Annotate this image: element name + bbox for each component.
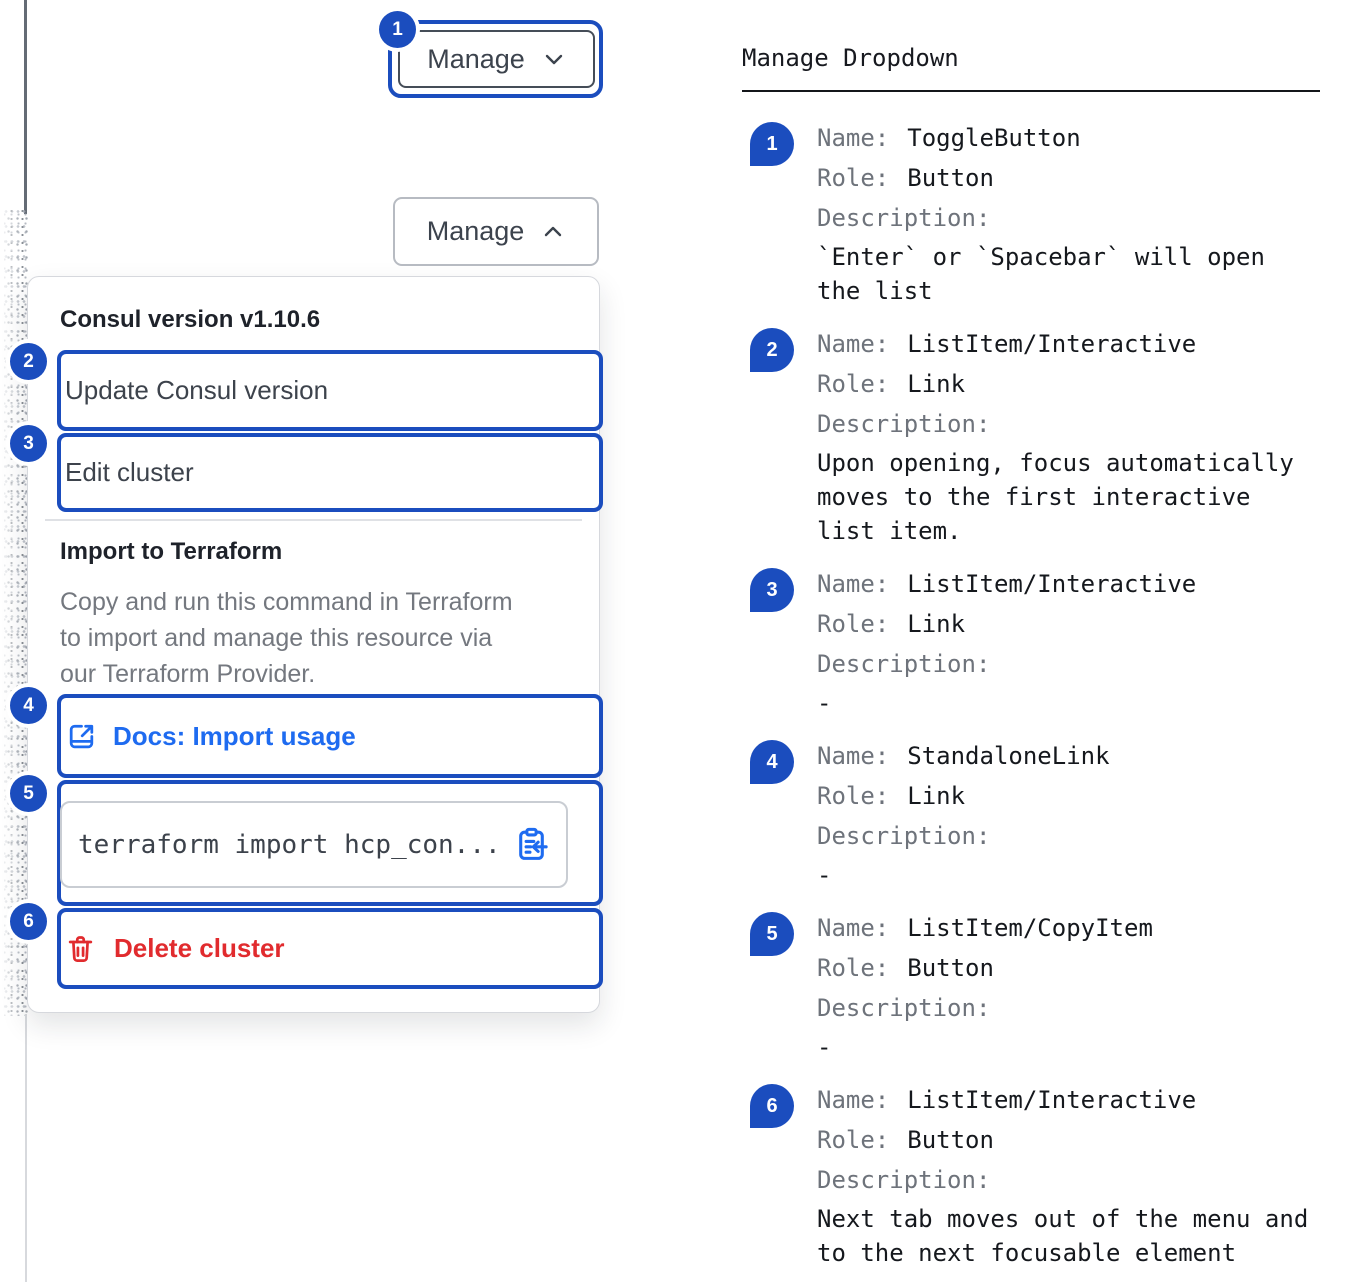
entry-badge-6: 6 <box>750 1084 794 1128</box>
docs-link-icon <box>65 720 98 753</box>
name-value: ListItem/Interactive <box>907 1086 1197 1114</box>
terraform-command-copy-item[interactable]: terraform import hcp_con... <box>60 801 568 888</box>
entry-badge-1: 1 <box>750 122 794 166</box>
left-edge-line <box>24 0 27 214</box>
annotation-badge-2: 2 <box>10 343 47 380</box>
annotation-outline-6: Delete cluster <box>57 908 603 989</box>
description-value: - <box>817 861 832 889</box>
role-label: Role: <box>817 782 890 810</box>
description-label: Description: <box>817 822 991 850</box>
manage-toggle-button[interactable]: Manage <box>398 30 595 88</box>
name-value: ListItem/CopyItem <box>907 914 1153 942</box>
manage-toggle-label: Manage <box>427 43 525 74</box>
annotation-badge-1: 1 <box>379 11 416 48</box>
spec-entry-6: 6 Name:ListItem/Interactive Role:Button … <box>742 1080 1320 1270</box>
spec-panel-title: Manage Dropdown <box>742 44 959 72</box>
role-label: Role: <box>817 954 890 982</box>
description-value: Next tab moves out of the menu and to th… <box>817 1205 1309 1267</box>
name-value: ListItem/Interactive <box>907 330 1197 358</box>
chevron-up-icon <box>541 220 565 244</box>
spec-entry-2: 2 Name: ListItem/Interactive Role: Link De… <box>742 324 1320 548</box>
trash-icon <box>65 933 96 964</box>
spec-entry-3: 3 Name: ListItem/Interactive Role: Link De… <box>742 564 1320 720</box>
left-edge-noise <box>4 210 28 1016</box>
annotation-outline-2: Update Consul version <box>57 350 603 431</box>
role-label: Role: <box>817 370 890 398</box>
chevron-down-icon <box>542 47 566 71</box>
role-label: Role: <box>817 164 890 192</box>
role-value: Button <box>907 954 994 982</box>
description-label: Description: <box>817 994 991 1022</box>
name-label: Name: <box>817 914 890 942</box>
menu-divider <box>45 519 582 521</box>
clipboard-copy-icon[interactable] <box>513 826 550 863</box>
description-label: Description: <box>817 650 991 678</box>
name-value: ToggleButton <box>907 124 1081 152</box>
menu-item-delete-cluster[interactable]: Delete cluster <box>61 933 285 964</box>
name-value: ListItem/Interactive <box>907 570 1197 598</box>
delete-cluster-label: Delete cluster <box>114 933 285 963</box>
description-value: Upon opening, focus automatically moves … <box>817 449 1294 545</box>
name-label: Name: <box>817 570 890 598</box>
annotation-badge-5: 5 <box>10 775 47 812</box>
role-value: Link <box>907 370 966 398</box>
role-value: Button <box>907 164 994 192</box>
annotation-badge-4: 4 <box>10 687 47 724</box>
description-label: Description: <box>817 1166 991 1194</box>
menu-item-update-consul-version[interactable]: Update Consul version <box>65 375 329 405</box>
description-value: - <box>817 689 832 717</box>
spec-panel-rule <box>742 90 1320 92</box>
entry-badge-2: 2 <box>750 328 794 372</box>
manage-toggle-button-open[interactable]: Manage <box>393 197 599 266</box>
role-label: Role: <box>817 1126 890 1154</box>
name-label: Name: <box>817 124 890 152</box>
spec-entry-5: 5 Name: ListItem/CopyItem Role: Button Des… <box>742 908 1320 1064</box>
terraform-command-text: terraform import hcp_con... <box>78 829 501 860</box>
annotation-badge-6: 6 <box>10 903 47 940</box>
annotation-outline-1 <box>388 20 603 98</box>
spec-entry-1: 1 Name: ToggleButton Role: Button Descript… <box>742 118 1320 308</box>
description-value: - <box>817 1033 832 1061</box>
description-label: Description: <box>817 410 991 438</box>
consul-version-header: Consul version v1.10.6 <box>60 306 321 333</box>
name-label: Name: <box>817 742 890 770</box>
name-value: StandaloneLink <box>907 742 1110 770</box>
import-terraform-description: Copy and run this command in Terraform t… <box>60 588 513 688</box>
annotation-outline-3: Edit cluster <box>57 433 603 512</box>
entry-badge-4: 4 <box>750 740 794 784</box>
manage-dropdown-panel <box>27 276 600 1013</box>
role-label: Role: <box>817 610 890 638</box>
role-value: Link <box>907 610 966 638</box>
description-value: `Enter` or `Spacebar` will open the list <box>817 243 1265 305</box>
name-label: Name: <box>817 1086 890 1114</box>
annotation-badge-3: 3 <box>10 425 47 462</box>
name-label: Name: <box>817 330 890 358</box>
entry-badge-3: 3 <box>750 568 794 612</box>
left-edge-line-faint <box>25 1014 27 1282</box>
import-terraform-title: Import to Terraform <box>60 538 283 565</box>
role-value: Link <box>907 782 966 810</box>
spec-panel: Manage Dropdown 1 Name: ToggleButton Role… <box>742 44 1320 1282</box>
annotation-outline-4: Docs: Import usage <box>57 694 603 778</box>
entry-badge-5: 5 <box>750 912 794 956</box>
docs-link-label: Docs: Import usage <box>113 720 356 751</box>
docs-import-usage-link[interactable]: Docs: Import usage <box>61 720 356 753</box>
manage-toggle-label: Manage <box>426 216 525 246</box>
role-value: Button <box>907 1126 994 1154</box>
menu-item-edit-cluster[interactable]: Edit cluster <box>65 457 194 487</box>
annotation-outline-5 <box>57 780 603 906</box>
spec-entry-4: 4 Name: StandaloneLink Role: Link Descript… <box>742 736 1320 892</box>
description-label: Description: <box>817 204 991 232</box>
